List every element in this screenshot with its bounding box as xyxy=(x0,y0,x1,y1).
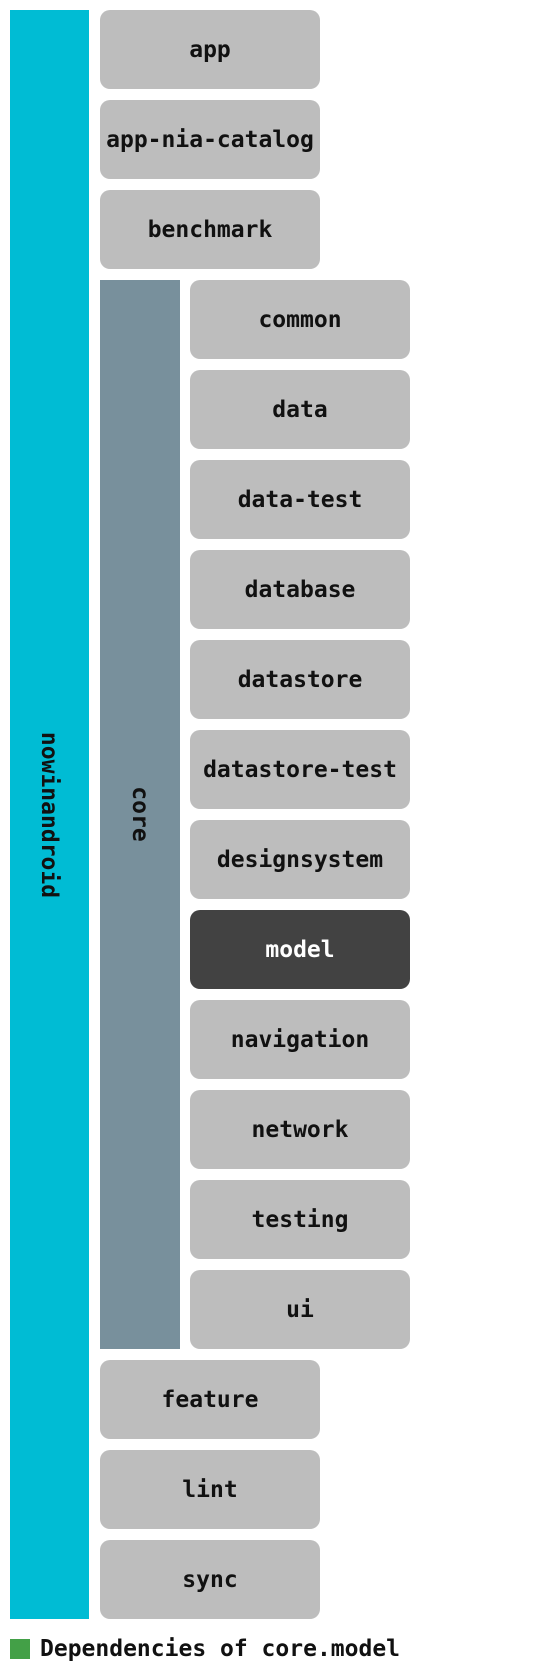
module-core-data[interactable]: data xyxy=(190,370,410,449)
legend-swatch-icon xyxy=(10,1639,30,1659)
module-app-nia-catalog[interactable]: app-nia-catalog xyxy=(100,100,320,179)
module-core-database[interactable]: database xyxy=(190,550,410,629)
legend-text: Dependencies of core.model xyxy=(40,1636,401,1662)
nowinandroid-group xyxy=(10,10,89,1619)
module-sync[interactable]: sync xyxy=(100,1540,320,1619)
module-core-model-selected[interactable]: model xyxy=(190,910,410,989)
module-core-common[interactable]: common xyxy=(190,280,410,359)
module-core-network[interactable]: network xyxy=(190,1090,410,1169)
module-core-navigation[interactable]: navigation xyxy=(190,1000,410,1079)
module-feature[interactable]: feature xyxy=(100,1360,320,1439)
nowinandroid-label: nowinandroid xyxy=(36,731,62,899)
module-core-ui[interactable]: ui xyxy=(190,1270,410,1349)
module-core-datastore[interactable]: datastore xyxy=(190,640,410,719)
module-app[interactable]: app xyxy=(100,10,320,89)
module-core-testing[interactable]: testing xyxy=(190,1180,410,1259)
module-core-data-test[interactable]: data-test xyxy=(190,460,410,539)
core-label: core xyxy=(127,786,153,842)
module-benchmark[interactable]: benchmark xyxy=(100,190,320,269)
module-core-datastore-test[interactable]: datastore-test xyxy=(190,730,410,809)
module-core-designsystem[interactable]: designsystem xyxy=(190,820,410,899)
legend: Dependencies of core.model xyxy=(10,1636,401,1662)
core-group xyxy=(100,280,180,1349)
module-lint[interactable]: lint xyxy=(100,1450,320,1529)
